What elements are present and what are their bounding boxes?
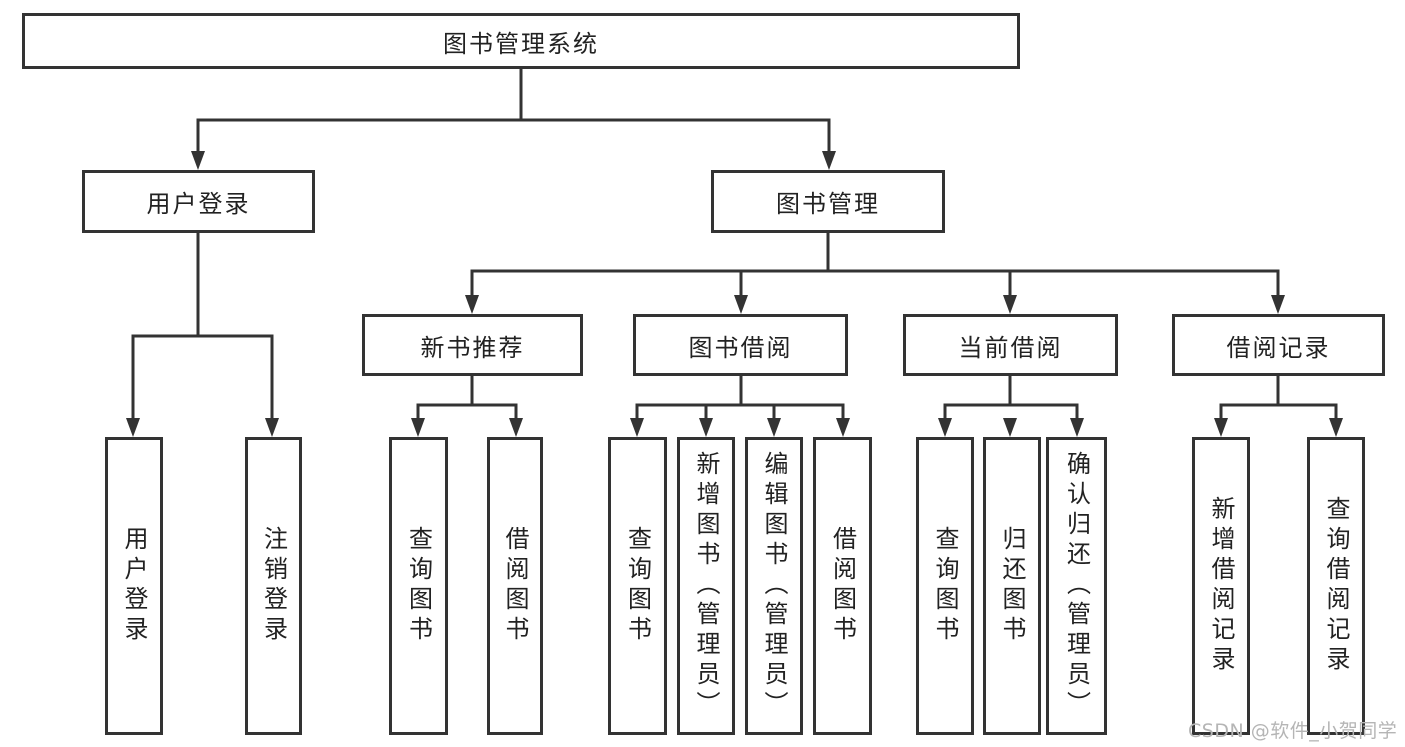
leaf-edit-books-admin-label: 编辑图书（管理员） [760, 451, 788, 721]
node-book-borrowing-label: 图书借阅 [688, 333, 793, 362]
leaf-confirm-return-admin-label: 确认归还（管理员） [1062, 451, 1091, 721]
leaf-return-books: 归还图书 [983, 437, 1041, 735]
leaf-logout-label: 注销登录 [259, 526, 288, 646]
node-borrowing-records-label: 借阅记录 [1226, 333, 1331, 362]
node-current-borrowing-label: 当前借阅 [958, 333, 1063, 362]
node-new-book-recommend-label: 新书推荐 [420, 333, 525, 362]
leaf-add-books-admin-label: 新增图书（管理员） [692, 451, 720, 721]
leaf-query-borrow-record: 查询借阅记录 [1307, 437, 1365, 735]
leaf-query-books-recommend-label: 查询图书 [404, 526, 433, 646]
leaf-logout: 注销登录 [245, 437, 302, 735]
node-new-book-recommend: 新书推荐 [362, 314, 583, 376]
leaf-borrow-books-recommend-label: 借阅图书 [501, 526, 529, 646]
node-book-management-label: 图书管理 [776, 190, 880, 218]
leaf-user-login-label: 用户登录 [120, 526, 148, 646]
leaf-query-books-recommend: 查询图书 [389, 437, 448, 735]
leaf-edit-books-admin: 编辑图书（管理员） [745, 437, 803, 735]
csdn-watermark: CSDN @软件_小贺同学 [1188, 720, 1398, 742]
leaf-add-borrow-record: 新增借阅记录 [1192, 437, 1250, 735]
node-borrowing-records: 借阅记录 [1172, 314, 1385, 376]
leaf-add-books-admin: 新增图书（管理员） [677, 437, 735, 735]
leaf-user-login: 用户登录 [105, 437, 163, 735]
leaf-borrow-books-borrowing-label: 借阅图书 [828, 526, 857, 646]
leaf-return-books-label: 归还图书 [998, 526, 1026, 646]
node-user-login-label: 用户登录 [146, 190, 251, 218]
node-current-borrowing: 当前借阅 [903, 314, 1118, 376]
leaf-confirm-return-admin: 确认归还（管理员） [1046, 437, 1107, 735]
leaf-query-books-current: 查询图书 [916, 437, 974, 735]
connector-lines [131, 68, 1338, 419]
leaf-borrow-books-recommend: 借阅图书 [487, 437, 543, 735]
leaf-borrow-books-borrowing: 借阅图书 [813, 437, 872, 735]
node-book-management: 图书管理 [711, 170, 945, 233]
leaf-query-books-current-label: 查询图书 [931, 526, 959, 646]
node-root-system: 图书管理系统 [22, 13, 1020, 69]
node-book-borrowing: 图书借阅 [633, 314, 848, 376]
leaf-query-borrow-record-label: 查询借阅记录 [1322, 496, 1350, 676]
node-user-login: 用户登录 [82, 170, 315, 233]
leaf-add-borrow-record-label: 新增借阅记录 [1207, 496, 1235, 676]
node-root-system-label: 图书管理系统 [443, 29, 599, 58]
leaf-query-books-borrowing-label: 查询图书 [623, 526, 652, 646]
leaf-query-books-borrowing: 查询图书 [608, 437, 667, 735]
